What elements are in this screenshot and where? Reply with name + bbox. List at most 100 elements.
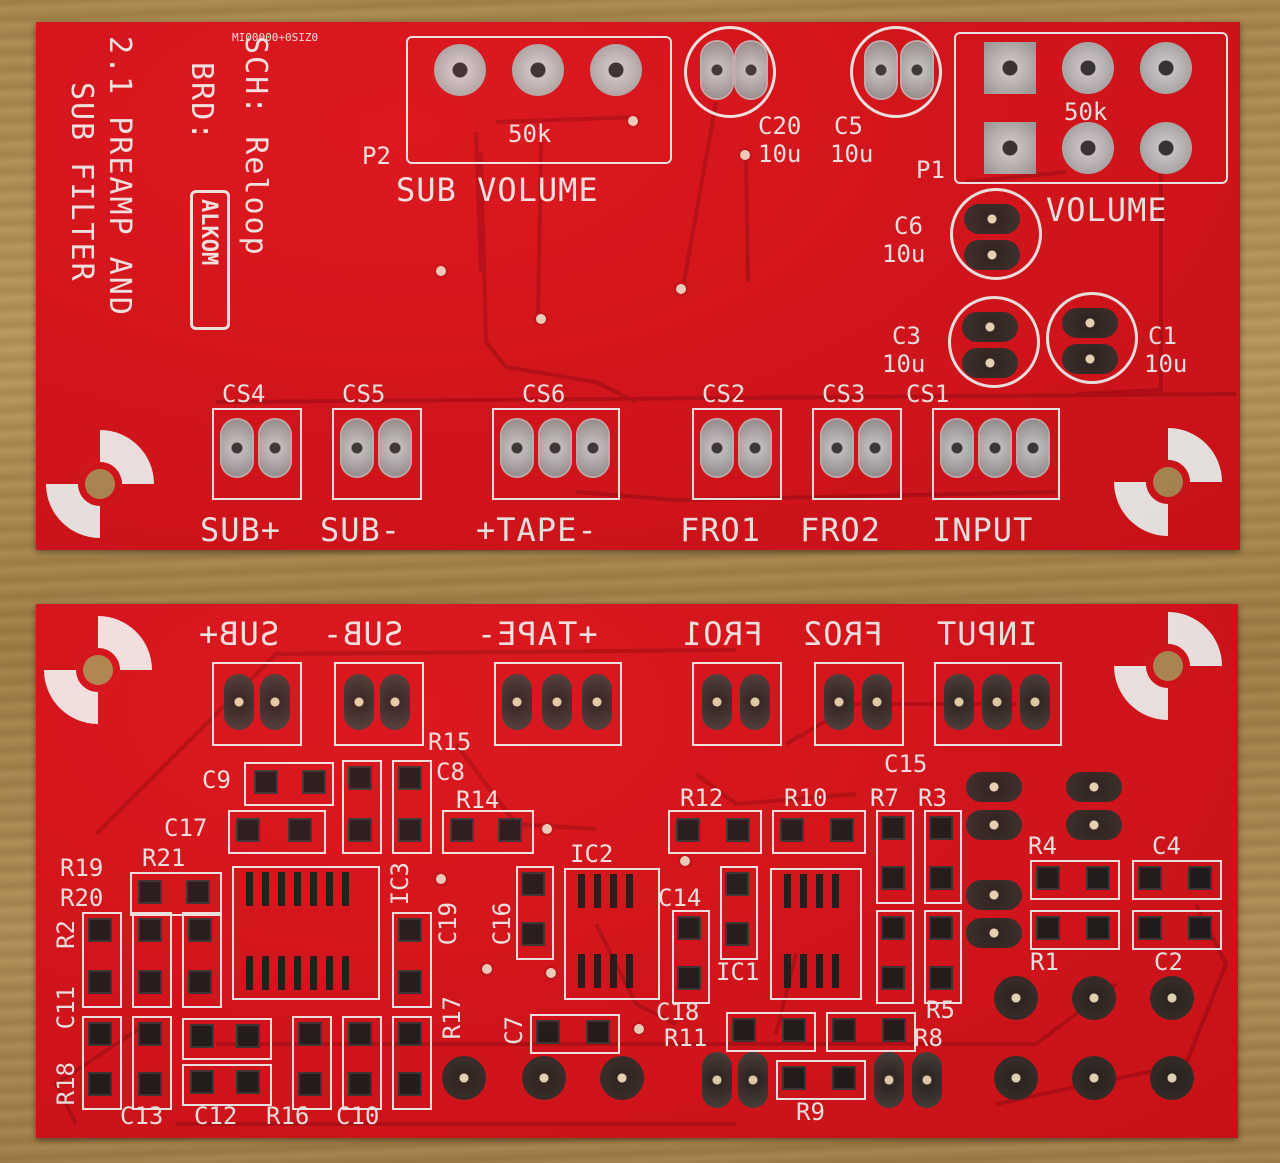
- mounting-hole-icon: [1114, 428, 1222, 536]
- cap-c6-pad: [964, 240, 1020, 270]
- via: [676, 284, 686, 294]
- r7-outline: [876, 810, 914, 904]
- via: [482, 964, 492, 974]
- ic3-outline: [232, 866, 380, 1000]
- ref-c16: C16: [488, 902, 516, 946]
- connector-ref-cs1: CS1: [906, 380, 950, 408]
- cap-c5-value: 10u: [830, 140, 874, 168]
- cap-c5-pad: [866, 42, 896, 98]
- cap-c20-value: 10u: [758, 140, 802, 168]
- connector-cs2: [692, 408, 782, 500]
- connector-pad: [542, 674, 572, 730]
- thru-hole-pad: [966, 880, 1022, 910]
- thru-hole-pad: [966, 918, 1022, 948]
- connector-cs3: [812, 408, 902, 500]
- connector-ref-cs5: CS5: [342, 380, 386, 408]
- ref-r19: R19: [60, 854, 104, 882]
- ref-r15: R15: [428, 728, 472, 756]
- pot-p2-outline: [406, 36, 672, 164]
- connector-pad: [380, 420, 410, 476]
- thru-hole-pad: [966, 772, 1022, 802]
- r4-outline: [1030, 860, 1120, 900]
- ref-r17: R17: [438, 996, 466, 1040]
- connector-pad: [502, 420, 532, 476]
- ref-r3: R3: [918, 784, 947, 812]
- connector-pad: [342, 420, 372, 476]
- label-fro2-mirrored: FRO2: [802, 615, 884, 653]
- connector-pad: [860, 420, 890, 476]
- c10b-outline: [392, 1016, 432, 1110]
- cap-c1-pad: [1062, 344, 1118, 374]
- connector-input: [934, 662, 1062, 746]
- mounting-hole-icon: [46, 430, 154, 538]
- connector-pad: [578, 420, 608, 476]
- cap-c3-outline: [948, 296, 1040, 388]
- r2-outline: [82, 912, 122, 1008]
- ref-c19: C19: [434, 902, 462, 946]
- ref-r2: R2: [52, 920, 80, 949]
- connector-pad: [982, 674, 1012, 730]
- connector-pad: [822, 420, 852, 476]
- connector-ref-cs2: CS2: [702, 380, 746, 408]
- ref-r7: R7: [870, 784, 899, 812]
- via: [740, 150, 750, 160]
- cap-c5-ref: C5: [834, 112, 863, 140]
- thru-hole-pad: [522, 1056, 566, 1100]
- c7-outline: [530, 1014, 620, 1054]
- alkom-logo: ALKOM: [190, 190, 230, 330]
- connector-ref-cs6: CS6: [522, 380, 566, 408]
- r15-outline: [342, 760, 382, 854]
- ref-r4: R4: [1028, 832, 1057, 860]
- thru-hole-pad: [600, 1056, 644, 1100]
- connector-pad: [702, 674, 732, 730]
- label-tape: +TAPE-: [476, 511, 598, 549]
- label-fro2: FRO2: [800, 511, 882, 549]
- pcb-top-side: 2.1 PREAMP AND SUB FILTER SCH: Reloop BR…: [36, 22, 1240, 550]
- ref-c8: C8: [436, 758, 465, 786]
- r1-outline: [1030, 910, 1120, 950]
- connector-pad: [260, 420, 290, 476]
- ref-c11: C11: [52, 986, 80, 1030]
- cap-c20-pad: [736, 42, 766, 98]
- c18-outline: [672, 910, 710, 1004]
- cap-c6-value: 10u: [882, 240, 926, 268]
- ref-r8: R8: [914, 1024, 943, 1052]
- c19-outline: [392, 912, 432, 1008]
- connector-ref-cs3: CS3: [822, 380, 866, 408]
- c11-outline: [82, 1016, 122, 1110]
- connector-pad: [1018, 420, 1048, 476]
- pcb-bottom-side: SUB+ SUB- +TAPE- FRO1 FRO2 INPUT R15 C8 …: [36, 604, 1238, 1138]
- ref-ic1: IC1: [716, 958, 760, 986]
- ref-ic2: IC2: [570, 840, 614, 868]
- thru-hole-pad: [1066, 772, 1122, 802]
- cap-c3-ref: C3: [892, 322, 921, 350]
- pot-p1-pad: [1062, 42, 1114, 94]
- r20-outline: [132, 912, 172, 1008]
- via: [680, 856, 690, 866]
- thru-hole-pad: [874, 1052, 904, 1108]
- via: [542, 824, 552, 834]
- connector-pad: [540, 420, 570, 476]
- via: [634, 1024, 644, 1034]
- thru-hole-pad: [738, 1052, 768, 1108]
- connector-pad: [942, 420, 972, 476]
- r11-outline: [726, 1012, 816, 1052]
- cap-c20-pad: [702, 42, 732, 98]
- pot-p1-pad: [984, 122, 1036, 174]
- label-sub-minus-mirrored: SUB-: [322, 615, 404, 653]
- connector-sub-minus: [334, 662, 424, 746]
- ref-c14: C14: [658, 884, 702, 912]
- connector-pad: [502, 674, 532, 730]
- ref-r14: R14: [456, 786, 500, 814]
- pot-p2-value: 50k: [508, 120, 552, 148]
- pot-pad: [1150, 976, 1194, 1020]
- label-sub-plus-mirrored: SUB+: [198, 615, 280, 653]
- cap-c5-outline: [850, 26, 942, 118]
- cap-c5-pad: [902, 42, 932, 98]
- cap-c6-outline: [950, 188, 1042, 280]
- ref-r21: R21: [142, 844, 186, 872]
- connector-tape: [494, 662, 622, 746]
- cap-c3-pad: [962, 312, 1018, 342]
- r21-outline: [130, 872, 222, 916]
- label-input-mirrored: INPUT: [936, 615, 1038, 653]
